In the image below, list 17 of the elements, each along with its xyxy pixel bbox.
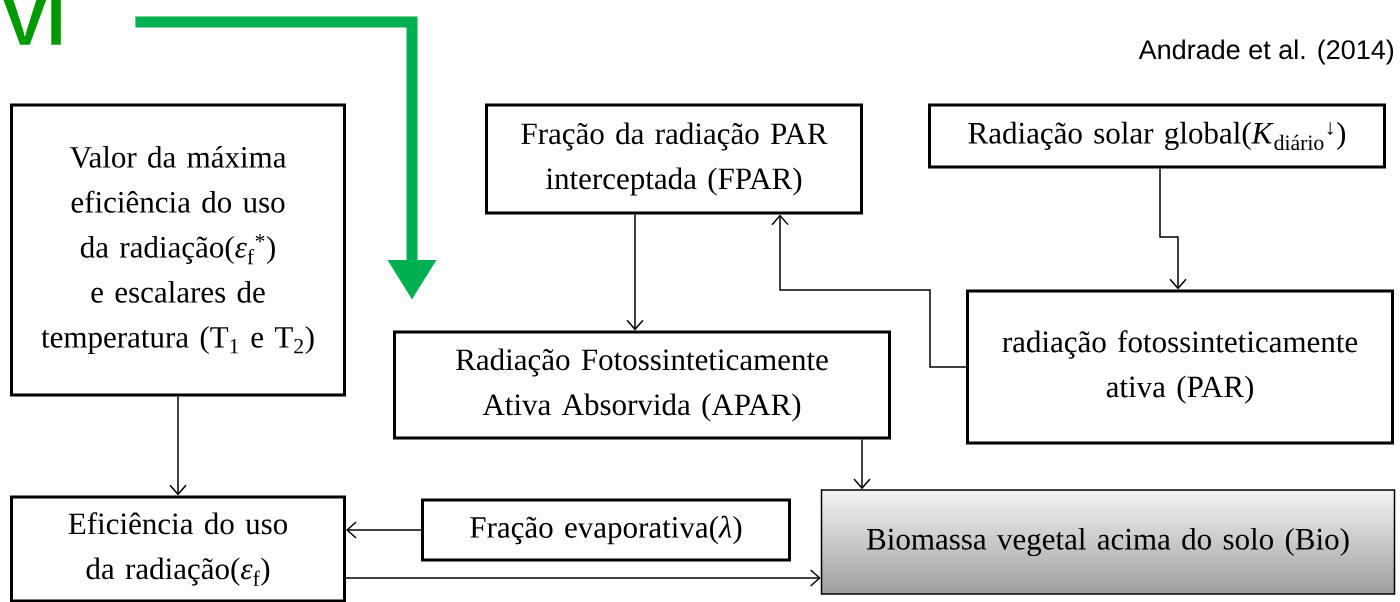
arrow <box>344 569 821 587</box>
process-box: Fração evaporativa(λ) <box>421 498 791 562</box>
citation-text: Andrade et al. (2014) <box>1138 39 1394 65</box>
arrow <box>169 395 187 496</box>
result-box: Biomassa vegetal acima do solo (Bio) <box>820 489 1396 595</box>
arrow <box>853 438 871 490</box>
arrow <box>771 214 967 368</box>
arrow <box>1159 167 1187 290</box>
process-box: Radiação Fotossinteticamente Ativa Absorvida (APAR) <box>393 330 891 440</box>
process-box: Fração da radiação PAR interceptada (FPAR) <box>485 103 863 215</box>
process-box: Radiação solar global(K$_{diário}$$^{↓}$) <box>928 103 1386 169</box>
label-text: VI <box>3 0 61 45</box>
process-box: Eficiência do uso da radiação(ε$_{f}$) <box>10 495 346 602</box>
process-box: radiação fotossinteticamente ativa (PAR) <box>966 289 1394 445</box>
arrow <box>626 213 644 331</box>
arrow <box>346 521 422 539</box>
process-box: Valor da máxima eficiência do uso da radiação(ε$_{f}$$^{*}$) e escalares de temperatura (T$_{1}$ e T$_{2}$) <box>10 103 346 397</box>
